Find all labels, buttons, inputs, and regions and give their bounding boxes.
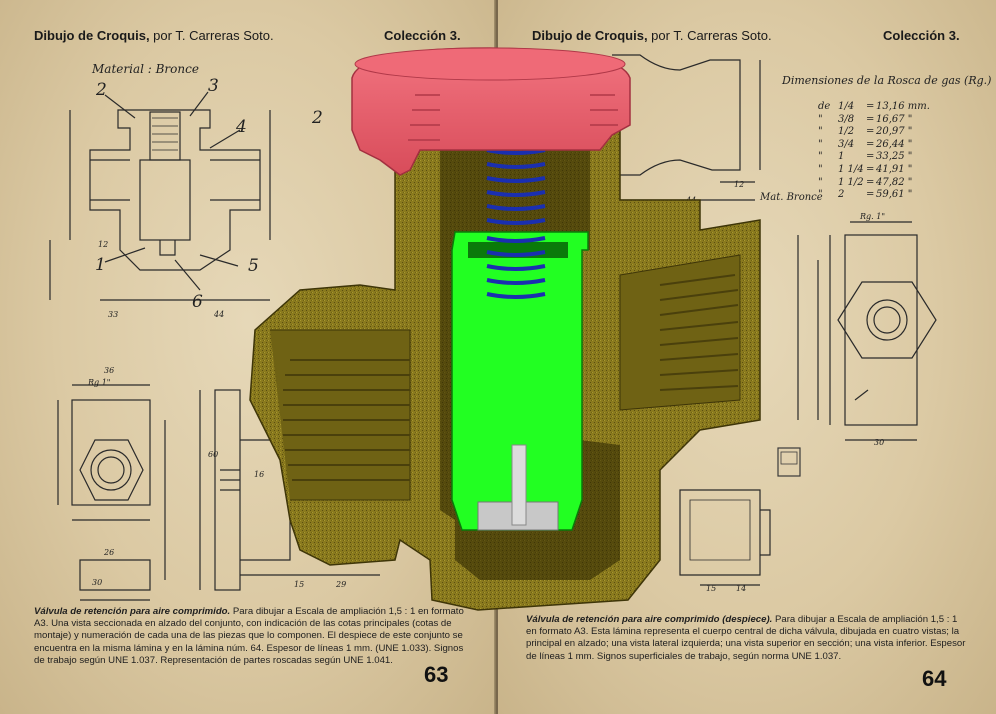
right-header-author: por T. Carreras Soto. bbox=[647, 28, 772, 43]
right-caption: Válvula de retención para aire comprimid… bbox=[526, 614, 966, 663]
part-number-label: 5 bbox=[248, 256, 259, 276]
thread-prefix: de bbox=[818, 101, 831, 112]
thread-size: 1/2 bbox=[838, 126, 855, 138]
thread-table-row: "1=33,25 " bbox=[818, 151, 913, 163]
tcs-stamp bbox=[777, 447, 801, 477]
right-header-title: Dibujo de Croquis, bbox=[532, 28, 648, 43]
left-header-title: Dibujo de Croquis, bbox=[34, 28, 150, 43]
right-header: Dibujo de Croquis, por T. Carreras Soto. bbox=[532, 28, 772, 43]
thread-value: 41,91 " bbox=[876, 163, 913, 175]
thread-value: 26,44 " bbox=[876, 138, 913, 150]
right-caption-body: Para dibujar a Escala de ampliación 1,5 … bbox=[526, 614, 966, 662]
part-number-label: 6 bbox=[192, 292, 203, 312]
thread-value: 59,61 " bbox=[876, 189, 913, 201]
thread-size: 2 bbox=[838, 189, 845, 201]
right-caption-title: Válvula de retención para aire comprimid… bbox=[526, 614, 773, 625]
left-caption-title: Válvula de retención para aire comprimid… bbox=[34, 606, 231, 617]
overlay-part-label: 2 bbox=[312, 108, 323, 128]
thread-prefix: " bbox=[818, 138, 823, 150]
left-page-number: 63 bbox=[424, 662, 449, 687]
thread-value: 16,67 " bbox=[876, 113, 913, 125]
part-number-label: 3 bbox=[208, 76, 219, 96]
dimension-label: Rg 1" bbox=[88, 378, 111, 387]
thread-size: 3/8 bbox=[838, 113, 855, 125]
dimension-label: 12 bbox=[98, 240, 109, 249]
thread-table-row: "1/2=20,97 " bbox=[818, 126, 913, 138]
thread-size: 1 1/4 bbox=[838, 163, 864, 175]
right-material-label: Mat. Bronce bbox=[760, 192, 823, 203]
dimension-label: 30 bbox=[874, 438, 885, 447]
dimension-label: 44 bbox=[214, 310, 225, 319]
thread-table-row: "1 1/4=41,91 " bbox=[818, 163, 913, 175]
dimension-label: 15 bbox=[294, 580, 305, 589]
dimension-label: 15 bbox=[706, 584, 717, 593]
dimension-label: 16 bbox=[254, 470, 265, 479]
thread-table-row: "1 1/2=47,82 " bbox=[818, 176, 913, 188]
dimension-label: 36 bbox=[104, 366, 115, 375]
thread-table-row: "2=59,61 " bbox=[818, 189, 913, 201]
dimension-label: 60 bbox=[208, 450, 219, 459]
right-collection: Colección 3. bbox=[883, 28, 960, 43]
thread-prefix: " bbox=[818, 176, 823, 188]
dimension-label: 29 bbox=[336, 580, 347, 589]
right-thread-lines bbox=[659, 274, 739, 391]
thread-size: 1/4 bbox=[838, 101, 855, 112]
dimension-label: 12 bbox=[734, 180, 745, 189]
thread-value: 33,25 " bbox=[876, 151, 913, 163]
left-section-view bbox=[49, 91, 271, 301]
left-caption-body: Para dibujar a Escala de ampliación 1,5 … bbox=[34, 606, 464, 666]
thread-table-title: Dimensiones de la Rosca de gas (Rg.) bbox=[782, 74, 992, 87]
thread-size: 1 1/2 bbox=[838, 176, 864, 188]
thread-table-row: "3/4=26,44 " bbox=[818, 138, 913, 150]
cap-thread-lines bbox=[408, 94, 618, 141]
left-header-author: por T. Carreras Soto. bbox=[149, 28, 274, 43]
thread-prefix: " bbox=[818, 113, 823, 125]
dimension-label: Rg. 1" bbox=[860, 212, 885, 221]
left-material-label: Material : Bronce bbox=[92, 62, 199, 76]
dimension-label: 26 bbox=[104, 548, 115, 557]
part-number-label: 1 bbox=[95, 255, 106, 275]
left-caption: Válvula de retención para aire comprimid… bbox=[34, 606, 464, 667]
right-page-number: 64 bbox=[922, 666, 947, 691]
thread-size: 1 bbox=[838, 151, 845, 163]
thread-size: 3/4 bbox=[838, 138, 855, 150]
thread-prefix: " bbox=[818, 189, 823, 201]
thread-value: 13,16 mm. bbox=[876, 101, 930, 112]
left-thread-lines bbox=[283, 359, 410, 481]
thread-value: 20,97 " bbox=[876, 126, 913, 138]
thread-table-row: "3/8=16,67 " bbox=[818, 113, 913, 125]
thread-prefix: " bbox=[818, 163, 823, 175]
left-header: Dibujo de Croquis, por T. Carreras Soto. bbox=[34, 28, 274, 43]
dimension-label: 33 bbox=[108, 310, 119, 319]
left-collection: Colección 3. bbox=[384, 28, 461, 43]
thread-prefix: " bbox=[818, 151, 823, 163]
thread-prefix: " bbox=[818, 126, 823, 138]
part-number-label: 2 bbox=[96, 80, 107, 100]
right-drawings bbox=[612, 54, 937, 586]
dimension-label: 14 bbox=[736, 584, 747, 593]
part-number-label: 4 bbox=[236, 117, 247, 137]
thread-value: 47,82 " bbox=[876, 176, 913, 188]
dimension-label: 30 bbox=[92, 578, 103, 587]
